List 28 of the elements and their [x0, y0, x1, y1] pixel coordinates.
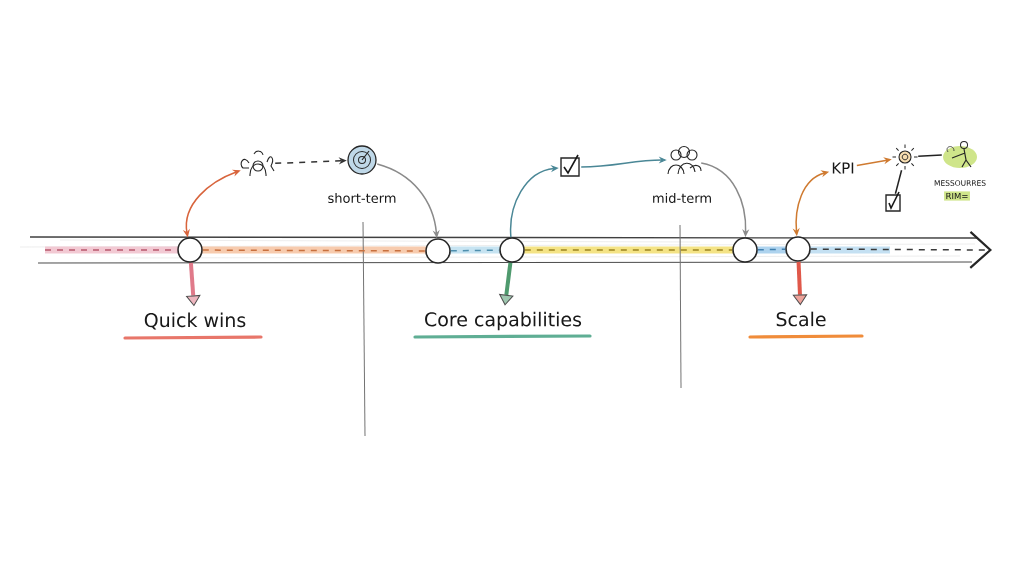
people-icon: [667, 145, 702, 175]
arrow: [499, 262, 514, 306]
note-text: RIM=: [944, 191, 970, 201]
target-icon: [347, 145, 377, 175]
connector-line: [894, 169, 903, 195]
timeline-arrow: [810, 231, 992, 269]
milestone-circle: [425, 238, 451, 264]
checkbox-icon: [885, 191, 901, 212]
milestone-circle: [177, 237, 203, 263]
milestone-circle: [785, 236, 811, 262]
timeline-segment: [524, 249, 733, 251]
metric-label: KPI: [832, 162, 854, 174]
phase-title: Core capabilities: [425, 311, 582, 331]
timeline-segment: [202, 249, 426, 252]
phase-title: Quick wins: [144, 312, 246, 330]
milestone-circle: [732, 237, 758, 263]
arrow: [792, 261, 808, 306]
term-label: mid-term: [653, 192, 711, 204]
term-label: short-term: [328, 192, 396, 204]
figure-icon: [943, 141, 977, 168]
doodle-icon: [240, 150, 275, 177]
arrow: [186, 262, 201, 306]
sun-icon: [892, 144, 918, 170]
connector-line: [917, 154, 943, 158]
checkbox-icon: [560, 154, 580, 177]
phase-title: Scale: [776, 311, 826, 327]
timeline-segment: [757, 248, 786, 251]
milestone-circle: [499, 237, 525, 263]
